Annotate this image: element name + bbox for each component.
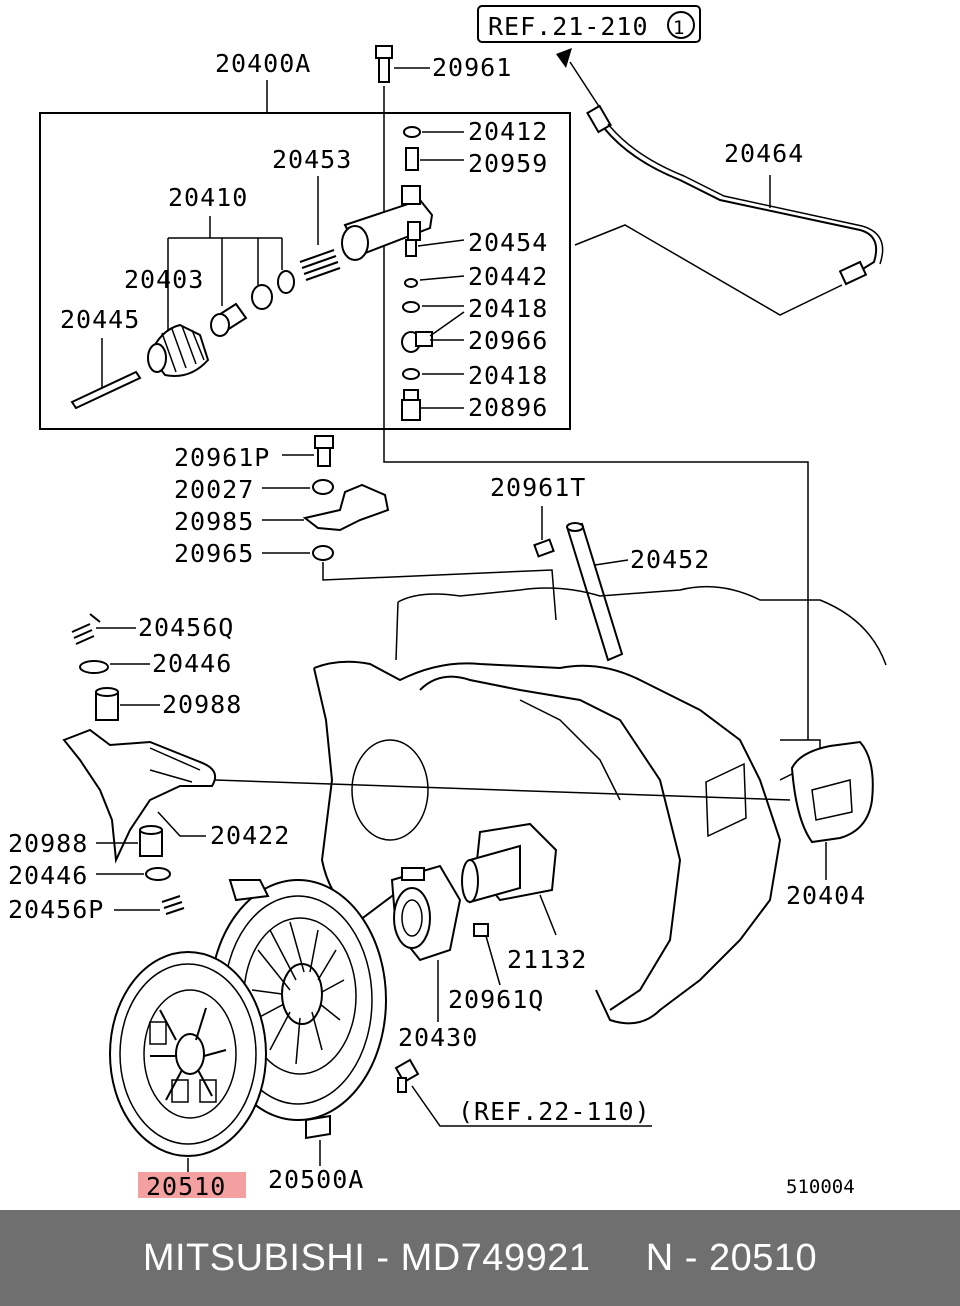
label-20456Q[interactable]: 20456Q [138,613,234,642]
clutch-hose[interactable] [586,104,884,286]
label-20446-lower[interactable]: 20446 [8,861,88,890]
ref-top-text: REF.21-210 [488,12,649,41]
label-20966[interactable]: 20966 [468,326,548,355]
bolt-20961P[interactable] [314,435,334,467]
label-20456P[interactable]: 20456P [8,895,104,924]
label-20442[interactable]: 20442 [468,262,548,291]
label-20510[interactable]: 20510 [146,1172,226,1201]
drawing-number: 510004 [786,1176,855,1198]
part-20454[interactable] [405,239,417,257]
label-20453[interactable]: 20453 [272,145,352,174]
label-20464[interactable]: 20464 [724,139,804,168]
label-20422[interactable]: 20422 [210,821,290,850]
washer-20418-upper[interactable] [402,301,420,313]
label-20410[interactable]: 20410 [168,183,248,212]
bushing-20965[interactable] [312,545,334,561]
clutch-disc-20510[interactable] [109,951,267,1157]
clip-20446-lower[interactable] [145,867,171,881]
label-20418-upper[interactable]: 20418 [468,294,548,323]
bolt-20961[interactable] [375,45,393,83]
nut-20412[interactable] [403,126,421,138]
boot-20403[interactable] [147,323,210,377]
label-20959[interactable]: 20959 [468,149,548,178]
label-20446-upper[interactable]: 20446 [152,649,232,678]
bushing-20988-lower[interactable] [139,825,163,857]
spring-20456P[interactable] [161,895,185,915]
label-20961P[interactable]: 20961P [174,443,270,472]
label-20961[interactable]: 20961 [432,53,512,82]
parts-diagram: REF.21-210 1 20464 20400A 20961 20412 20… [8,5,887,1201]
bolt-20896[interactable] [401,389,421,421]
bracket-20985[interactable] [302,483,390,532]
washer-20418-lower[interactable] [402,368,420,380]
label-20445[interactable]: 20445 [60,305,140,334]
label-20500A[interactable]: 20500A [268,1165,364,1194]
label-20452[interactable]: 20452 [630,545,710,574]
spring-20456Q[interactable] [71,613,101,645]
assembly-box-20400A [39,112,571,430]
label-20988-upper[interactable]: 20988 [162,690,242,719]
label-20400A[interactable]: 20400A [215,49,311,78]
bolt-20961Q[interactable] [473,923,489,937]
shaft-20452[interactable] [566,522,624,662]
label-20418-lower[interactable]: 20418 [468,361,548,390]
release-fork-20422[interactable] [62,728,216,864]
label-20961T[interactable]: 20961T [490,473,586,502]
label-20430[interactable]: 20430 [398,1023,478,1052]
footer-bar: MITSUBISHI - MD749921 N - 20510 [0,1210,960,1306]
label-20412[interactable]: 20412 [468,117,548,146]
label-20961Q[interactable]: 20961Q [448,985,544,1014]
clip-20446-upper[interactable] [79,660,109,674]
slave-cylinder-body[interactable] [341,185,434,261]
release-bearing-20430[interactable] [390,864,462,962]
bearing-guide-21132[interactable] [461,822,558,904]
label-20027[interactable]: 20027 [174,475,254,504]
label-20965[interactable]: 20965 [174,539,254,568]
piston-20410[interactable] [210,302,248,337]
highlight-20510 [138,1172,246,1198]
label-20985[interactable]: 20985 [174,507,254,536]
union-20966[interactable] [401,331,433,353]
bleeder-20959[interactable] [405,147,419,171]
ref-arrow-icon [556,48,572,68]
ref-bottom-text[interactable]: (REF.22-110) [458,1097,651,1126]
label-20988-lower[interactable]: 20988 [8,829,88,858]
label-20403[interactable]: 20403 [124,265,204,294]
label-20454[interactable]: 20454 [468,228,548,257]
spring-20453[interactable] [299,249,341,281]
part-20442[interactable] [404,278,418,288]
ref-top-circle-number: 1 [673,17,684,39]
sensor-plug[interactable] [394,1058,420,1093]
label-21132[interactable]: 21132 [507,945,587,974]
push-rod-20445[interactable] [70,370,142,410]
footer-part-info: MITSUBISHI - MD749921 N - 20510 [142,1236,818,1279]
ref-top-box[interactable]: REF.21-210 1 [477,5,701,43]
bolt-20961T[interactable] [533,538,555,558]
bushing-20988-upper[interactable] [95,687,119,721]
cup-seal-20410[interactable] [251,270,295,310]
label-20896[interactable]: 20896 [468,393,548,422]
bushing-20027[interactable] [312,479,334,495]
label-20404[interactable]: 20404 [786,881,866,910]
boot-20404[interactable] [790,740,874,844]
